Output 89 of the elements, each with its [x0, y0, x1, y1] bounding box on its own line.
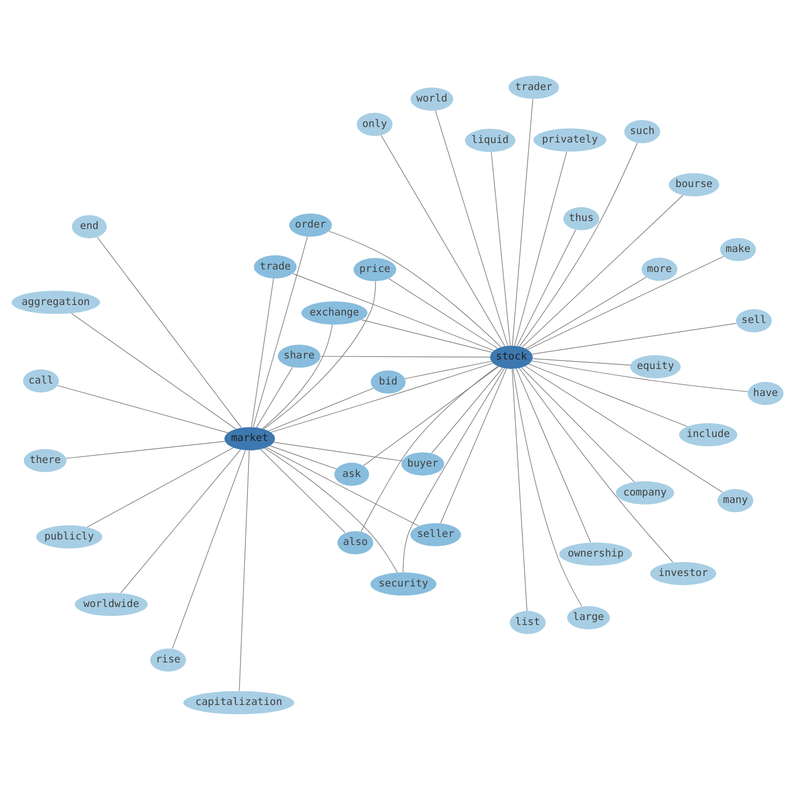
connector	[320, 356, 490, 358]
node-ellipse: trader	[508, 76, 559, 99]
node-ellipse: company	[615, 481, 674, 504]
node-ellipse: many	[716, 489, 753, 512]
connector	[272, 442, 402, 462]
node-ellipse: more	[641, 258, 677, 281]
node-ellipse: capitalization	[182, 691, 294, 714]
node-ellipse: world	[410, 88, 453, 111]
node-ellipse: trade	[253, 255, 296, 278]
node-ellipse: price	[353, 258, 396, 282]
connector	[266, 447, 419, 526]
connector	[404, 360, 492, 380]
node-ellipse: stock	[490, 346, 532, 369]
connector	[360, 366, 498, 532]
connector	[512, 98, 533, 346]
connector	[262, 324, 332, 429]
node-ellipse: buyer	[400, 452, 444, 476]
node-ellipse: order	[288, 214, 332, 237]
connector	[520, 367, 634, 482]
connector	[380, 134, 505, 346]
node-ellipse: bid	[370, 370, 406, 394]
connector	[515, 368, 590, 543]
connector	[512, 368, 582, 607]
node-ellipse: also	[336, 531, 373, 554]
node-ellipse: bourse	[668, 173, 719, 196]
node-ellipse: aggregation	[11, 290, 100, 314]
connector	[362, 366, 498, 466]
node-ellipse: such	[624, 120, 660, 144]
connector	[250, 278, 274, 428]
connector	[264, 448, 398, 573]
connector	[524, 366, 722, 493]
connector	[56, 385, 228, 434]
connector	[86, 447, 234, 528]
connector	[172, 450, 246, 649]
connector	[521, 194, 683, 348]
node-ellipse: liquid	[464, 128, 515, 152]
node-ellipse: there	[23, 448, 66, 472]
connector	[402, 368, 504, 573]
node-ellipse: sell	[736, 309, 772, 332]
node-ellipse: rise	[150, 648, 186, 672]
node-ellipse: ownership	[558, 542, 632, 566]
connector	[360, 319, 492, 353]
node-ellipse: privately	[532, 128, 606, 152]
connector	[532, 358, 630, 366]
connector	[256, 367, 292, 428]
connector	[525, 276, 646, 350]
connector	[238, 450, 250, 692]
node-ellipse: exchange	[300, 301, 367, 325]
connector	[430, 368, 502, 454]
connector	[65, 441, 225, 459]
connector	[120, 449, 240, 594]
node-ellipse: equity	[630, 355, 680, 378]
node-ellipse: list	[509, 610, 546, 634]
connector	[260, 448, 346, 534]
connector	[490, 152, 510, 346]
connector	[268, 388, 374, 432]
connector	[531, 323, 736, 354]
connector	[388, 278, 498, 349]
connector	[514, 151, 567, 346]
node-ellipse: share	[277, 344, 320, 368]
connector	[328, 230, 501, 348]
connector	[270, 362, 493, 433]
connector	[516, 229, 576, 346]
node-ellipse: call	[22, 369, 58, 393]
connector	[440, 368, 506, 524]
connector	[70, 313, 236, 430]
node-ellipse: make	[720, 238, 756, 262]
node-ellipse: investor	[650, 562, 716, 586]
node-ellipse: market	[224, 427, 274, 450]
node-ellipse: have	[747, 382, 784, 406]
connector	[518, 142, 638, 347]
connector	[511, 368, 527, 612]
connector	[262, 281, 376, 430]
connector	[531, 360, 748, 392]
node-ellipse: only	[356, 112, 392, 136]
node-ellipse: include	[678, 423, 737, 446]
node-ellipse: security	[370, 572, 436, 596]
node-ellipse: end	[71, 215, 106, 238]
node-ellipse: thus	[562, 207, 599, 230]
node-ellipse: seller	[410, 523, 460, 546]
connector	[292, 273, 494, 351]
connector	[434, 110, 508, 346]
node-ellipse: publicly	[36, 525, 102, 548]
node-ellipse: large	[566, 606, 610, 630]
connector	[96, 236, 242, 428]
connector	[269, 445, 336, 470]
node-ellipse: ask	[334, 462, 369, 486]
node-ellipse: worldwide	[74, 592, 148, 616]
connector	[528, 364, 688, 427]
